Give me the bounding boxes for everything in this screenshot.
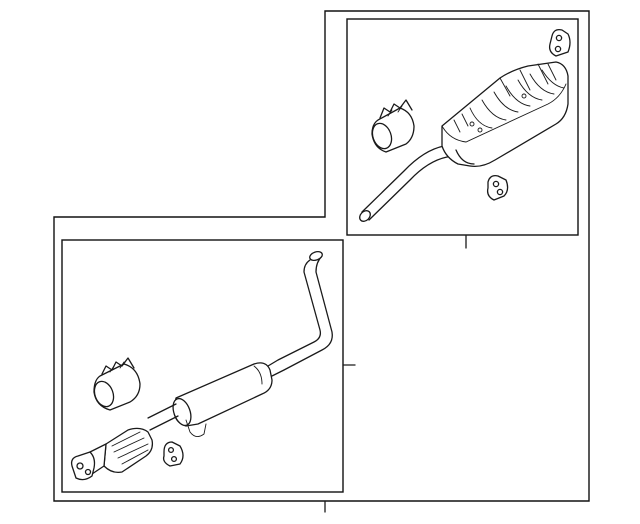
rear-muffler-assembly [441,61,569,168]
rear-hanger-bracket [548,28,571,57]
front-pipe-inset-box [61,239,344,493]
intermediate-pipe [147,403,179,431]
outer-outline [53,10,590,502]
front-pipe-clamp [93,357,141,411]
rear-pipe-clamp [371,99,415,153]
rear-insulator [486,174,509,201]
rear-inlet-pipe [359,144,459,222]
front-pipe-resonator [172,362,273,437]
rear-muffler-inset-box [346,18,579,236]
front-pipe [267,250,333,377]
catalytic-converter [70,427,154,481]
front-insulator [162,441,184,467]
